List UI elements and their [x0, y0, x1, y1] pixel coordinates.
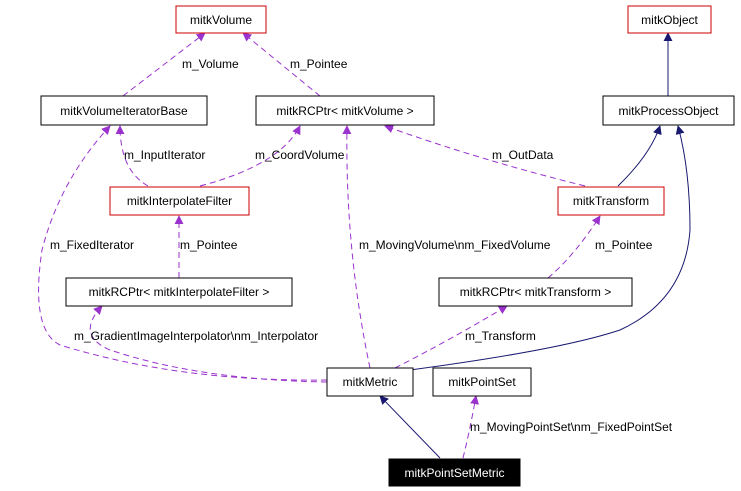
node-mitk-metric-label: mitkMetric	[343, 375, 398, 389]
edge-label-m-volume: m_Volume	[182, 57, 239, 71]
edge-metric-to-rcptr-volume	[342, 125, 371, 369]
edge-pointset-metric-to-metric	[379, 395, 441, 459]
node-mitk-point-set-metric[interactable]: mitkPointSetMetric	[388, 458, 521, 487]
node-mitk-volume-label: mitkVolume	[190, 13, 252, 27]
node-mitk-transform[interactable]: mitkTransform	[557, 186, 665, 216]
edge-label-m-moving-volume: m_MovingVolume\nm_FixedVolume	[359, 238, 551, 252]
node-mitk-process-object-label: mitkProcessObject	[618, 104, 719, 118]
edge-metric-to-rcptr-interpolate	[89, 305, 328, 383]
node-mitk-volume-iterator-base[interactable]: mitkVolumeIteratorBase	[40, 95, 208, 126]
node-mitk-volume[interactable]: mitkVolume	[175, 5, 267, 34]
node-mitk-rcptr-volume[interactable]: mitkRCPtr< mitkVolume >	[255, 95, 435, 126]
edge-rcptr-volume-to-volume	[242, 32, 321, 97]
edge-label-m-gradient-interpolator: m_GradientImageInterpolator\nm_Interpola…	[74, 329, 318, 343]
edge-label-m-input-iterator: m_InputIterator	[124, 148, 205, 162]
edge-label-m-pointee-transform: m_Pointee	[595, 238, 653, 252]
edge-rcptr-transform-to-transform	[547, 215, 601, 279]
edge-label-m-transform: m_Transform	[465, 329, 536, 343]
edge-label-m-coord-volume: m_CoordVolume	[255, 148, 345, 162]
edge-metric-to-process-object	[409, 125, 691, 371]
edge-transform-to-rcptr-volume	[384, 124, 586, 187]
node-mitk-process-object[interactable]: mitkProcessObject	[602, 95, 735, 126]
edge-interpolate-to-volume-iterator	[115, 125, 149, 187]
edge-volume-iterator-to-volume	[122, 32, 206, 97]
edge-label-m-moving-point-set: m_MovingPointSet\nm_FixedPointSet	[470, 420, 673, 434]
node-mitk-rcptr-volume-label: mitkRCPtr< mitkVolume >	[276, 104, 413, 118]
node-mitk-interpolate-filter[interactable]: mitkInterpolateFilter	[109, 186, 250, 216]
edge-metric-to-rcptr-transform	[394, 305, 508, 369]
node-mitk-point-set-label: mitkPointSet	[448, 375, 516, 389]
node-mitk-rcptr-transform[interactable]: mitkRCPtr< mitkTransform >	[438, 277, 633, 307]
node-mitk-volume-iterator-base-label: mitkVolumeIteratorBase	[60, 104, 188, 118]
edge-label-m-pointee-interpolate: m_Pointee	[180, 238, 238, 252]
node-mitk-transform-label: mitkTransform	[573, 194, 649, 208]
node-mitk-metric[interactable]: mitkMetric	[326, 367, 414, 397]
edge-label-m-pointee-volume: m_Pointee	[290, 57, 348, 71]
edge-metric-to-volume-iterator	[38, 125, 328, 381]
edge-transform-to-process-object	[617, 125, 662, 187]
node-mitk-rcptr-transform-label: mitkRCPtr< mitkTransform >	[460, 285, 612, 299]
edge-label-m-out-data: m_OutData	[492, 148, 554, 162]
node-mitk-point-set-metric-label: mitkPointSetMetric	[404, 466, 504, 480]
edge-pointset-metric-to-pointset	[462, 395, 480, 459]
node-mitk-object-label: mitkObject	[641, 13, 698, 27]
node-mitk-rcptr-interpolate-filter[interactable]: mitkRCPtr< mitkInterpolateFilter >	[65, 277, 293, 307]
node-mitk-point-set[interactable]: mitkPointSet	[432, 367, 532, 397]
edge-label-m-fixed-iterator: m_FixedIterator	[50, 238, 134, 252]
node-mitk-rcptr-interpolate-filter-label: mitkRCPtr< mitkInterpolateFilter >	[89, 285, 270, 299]
node-mitk-object[interactable]: mitkObject	[627, 5, 712, 34]
node-mitk-interpolate-filter-label: mitkInterpolateFilter	[127, 194, 232, 208]
edge-interpolate-to-rcptr-volume	[199, 125, 301, 187]
